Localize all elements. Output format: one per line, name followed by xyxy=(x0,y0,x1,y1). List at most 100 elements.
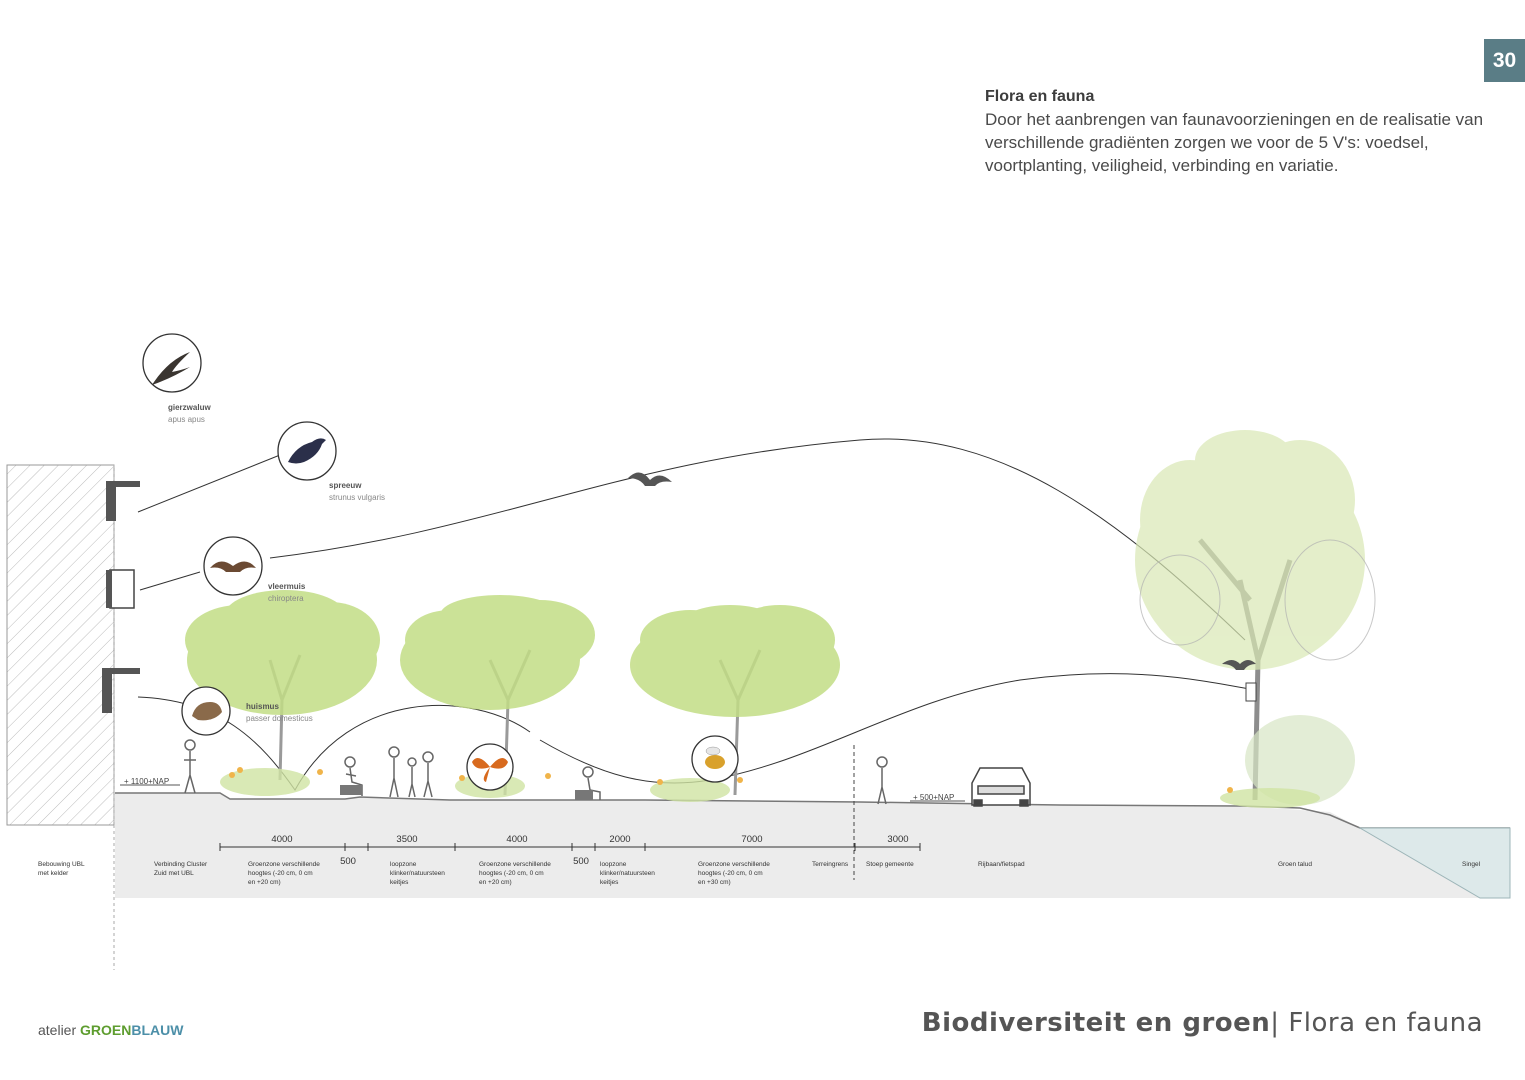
svg-text:huismus: huismus xyxy=(246,702,279,711)
car xyxy=(971,767,1031,807)
person-walking-1 xyxy=(184,739,196,794)
svg-text:Groen talud: Groen talud xyxy=(1278,861,1312,868)
svg-text:gierzwaluw: gierzwaluw xyxy=(168,403,211,412)
dimension-line xyxy=(219,843,921,851)
flight-path-bat-long xyxy=(269,438,1246,641)
cross-section-diagram: + 1100+NAP + 500+NAP gierzwaluw apus apu… xyxy=(6,333,1511,970)
svg-text:Stoep gemeente: Stoep gemeente xyxy=(866,861,914,868)
brand-prefix: atelier xyxy=(38,1022,81,1038)
ground-section xyxy=(115,793,1510,898)
butterfly-icon xyxy=(472,758,508,782)
brand-green: GROEN xyxy=(80,1022,132,1038)
tree-2 xyxy=(400,595,595,796)
intro-heading: Flora en fauna xyxy=(985,88,1095,105)
svg-text:loopzone: loopzone xyxy=(600,861,627,868)
svg-text:hoogtes (-20 cm, 0 cm: hoogtes (-20 cm, 0 cm xyxy=(479,870,544,877)
svg-text:4000: 4000 xyxy=(506,834,527,845)
singel-water xyxy=(1358,827,1511,899)
svg-text:klinker/natuursteen: klinker/natuursteen xyxy=(390,870,445,877)
svg-text:Groenzone verschillende: Groenzone verschillende xyxy=(698,861,770,868)
svg-text:Terreingrens: Terreingrens xyxy=(812,861,849,868)
footer-title-light: Flora en fauna xyxy=(1288,1008,1483,1038)
swift-icon xyxy=(152,352,190,385)
bat-flying-icon xyxy=(628,472,672,486)
svg-text:strunus vulgaris: strunus vulgaris xyxy=(329,493,385,502)
bee-circle xyxy=(691,735,739,783)
tree-3 xyxy=(630,605,840,796)
page-number: 30 xyxy=(1484,39,1525,82)
svg-text:en +30 cm): en +30 cm) xyxy=(698,879,731,886)
svg-text:klinker/natuursteen: klinker/natuursteen xyxy=(600,870,655,877)
svg-text:4000: 4000 xyxy=(271,834,292,845)
intro-block: Flora en fauna Door het aanbrengen van f… xyxy=(985,88,1505,177)
svg-text:loopzone: loopzone xyxy=(390,861,417,868)
footer-title: Biodiversiteit en groen| Flora en fauna xyxy=(922,1008,1483,1038)
butterfly-circle xyxy=(466,743,514,791)
sparrow-circle: huismus passer domesticus xyxy=(181,686,313,736)
person-sitting-2 xyxy=(582,766,601,800)
swift-nest-box xyxy=(106,481,116,521)
svg-text:Groenzone verschillende: Groenzone verschillende xyxy=(248,861,320,868)
flight-path-bat-building xyxy=(139,571,201,591)
brand-logo: atelier GROENBLAUW xyxy=(38,1022,183,1038)
svg-text:keitjes: keitjes xyxy=(600,879,619,886)
brand-blue: BLAUW xyxy=(131,1022,184,1038)
starling-box-back xyxy=(106,570,112,608)
person-walking-2 xyxy=(876,756,888,805)
bat-icon xyxy=(210,561,256,572)
zone-labels: Bebouwing UBL met kelder Verbinding Clus… xyxy=(38,861,1481,886)
tree-1 xyxy=(185,590,380,781)
svg-text:+ 1100+NAP: + 1100+NAP xyxy=(124,777,169,786)
starling-icon xyxy=(288,438,326,464)
bench xyxy=(340,785,593,800)
tree-mature xyxy=(1135,430,1376,805)
svg-text:+ 500+NAP: + 500+NAP xyxy=(913,793,954,802)
starling-circle: spreeuw strunus vulgaris xyxy=(277,421,385,502)
svg-text:Rijbaan/fietspad: Rijbaan/fietspad xyxy=(978,861,1025,868)
svg-text:3500: 3500 xyxy=(396,834,417,845)
svg-text:3000: 3000 xyxy=(887,834,908,845)
intro-body: Door het aanbrengen van faunavoorziening… xyxy=(985,110,1484,175)
bat-circle: vleermuis chiroptera xyxy=(203,536,306,603)
svg-text:Groenzone verschillende: Groenzone verschillende xyxy=(479,861,551,868)
svg-text:7000: 7000 xyxy=(741,834,762,845)
flowers xyxy=(229,767,1233,793)
svg-text:en +20 cm): en +20 cm) xyxy=(479,879,512,886)
bat-at-tree-icon xyxy=(1222,660,1256,670)
svg-text:spreeuw: spreeuw xyxy=(329,481,362,490)
svg-text:keitjes: keitjes xyxy=(390,879,409,886)
footer-title-bold: Biodiversiteit en groen xyxy=(921,1008,1271,1038)
level-marker-left: + 1100+NAP xyxy=(120,777,180,786)
tree-nest-box xyxy=(1245,682,1257,702)
swift-nest-box-cap xyxy=(112,481,140,487)
svg-text:chiroptera: chiroptera xyxy=(268,594,304,603)
bee-icon xyxy=(705,755,725,769)
sparrow-nest-box-cap xyxy=(106,668,140,674)
svg-text:500: 500 xyxy=(340,856,356,867)
building-facade xyxy=(6,464,115,826)
starling-box xyxy=(109,569,135,609)
svg-text:en +20 cm): en +20 cm) xyxy=(248,879,281,886)
flight-path-bee xyxy=(539,673,1256,784)
svg-text:500: 500 xyxy=(573,856,589,867)
svg-text:Bebouwing UBL: Bebouwing UBL xyxy=(38,861,85,868)
sparrow-icon xyxy=(192,702,222,721)
sparrow-nest-box xyxy=(102,668,112,713)
ground-line xyxy=(115,792,1510,829)
svg-text:hoogtes (-20 cm, 0 cm: hoogtes (-20 cm, 0 cm xyxy=(698,870,763,877)
flight-path-starling xyxy=(137,454,281,513)
footer-title-separator: | xyxy=(1270,1008,1289,1038)
svg-text:Verbinding Cluster: Verbinding Cluster xyxy=(154,861,208,868)
swift-circle: gierzwaluw apus apus xyxy=(142,333,211,424)
svg-text:Zuid met UBL: Zuid met UBL xyxy=(154,870,194,877)
svg-text:vleermuis: vleermuis xyxy=(268,582,306,591)
svg-text:met kelder: met kelder xyxy=(38,870,69,877)
person-group xyxy=(388,746,434,798)
svg-text:hoogtes (-20 cm, 0 cm: hoogtes (-20 cm, 0 cm xyxy=(248,870,313,877)
level-marker-right: + 500+NAP xyxy=(910,793,965,802)
dimension-labels: 4000 500 3500 4000 500 2000 7000 3000 xyxy=(271,834,908,867)
svg-text:passer domesticus: passer domesticus xyxy=(246,714,313,723)
svg-text:2000: 2000 xyxy=(609,834,630,845)
svg-text:apus apus: apus apus xyxy=(168,415,205,424)
svg-text:Singel: Singel xyxy=(1462,861,1481,868)
